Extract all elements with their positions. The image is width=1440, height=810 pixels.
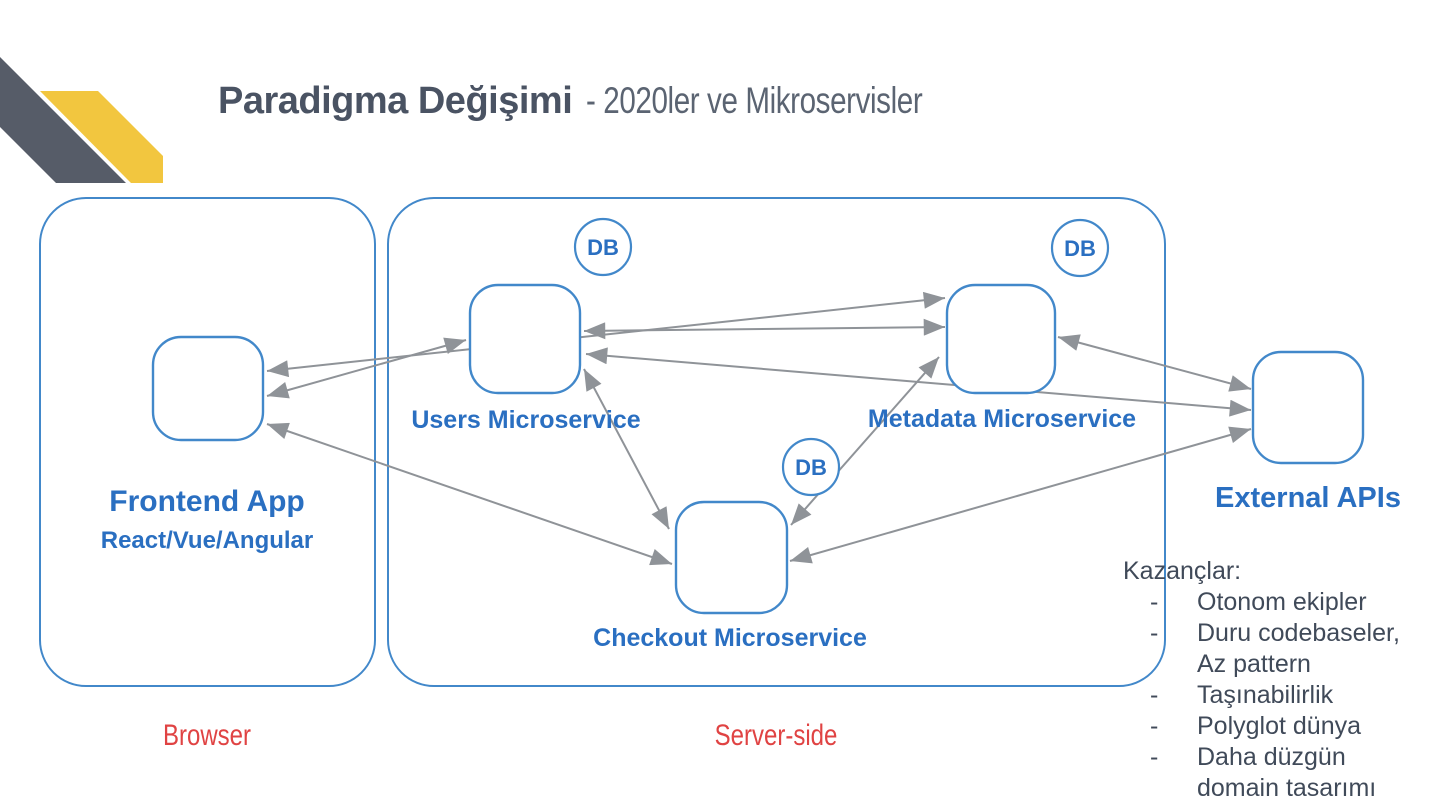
- benefit-item-text: Daha düzgün domain tasarımı: [1197, 743, 1377, 802]
- benefit-item: - Polyglot dünya: [1123, 711, 1423, 742]
- metadata-node-box: [945, 283, 1057, 395]
- bullet-dash: -: [1150, 681, 1159, 709]
- browser-panel: [39, 197, 376, 687]
- frontend-node-box: [151, 335, 265, 442]
- slide-title: Paradigma Değişimi - 2020ler ve Mikroserv…: [218, 80, 1007, 123]
- users-microservice-label: Users Microservice: [411, 406, 641, 434]
- users-db-label: DB: [587, 235, 619, 260]
- benefit-item: - Otonom ekipler: [1123, 587, 1423, 618]
- arrows: [266, 291, 1252, 566]
- bullet-dash: -: [1150, 588, 1159, 616]
- nodes: [151, 283, 1365, 615]
- slide-title-light: - 2020ler ve Mikroservisler: [586, 80, 923, 121]
- users-node-box: [468, 283, 582, 395]
- benefit-item-text: Taşınabilirlik: [1197, 681, 1334, 709]
- benefit-item-text: Duru codebaseler, Az pattern: [1197, 619, 1400, 678]
- metadata-db-circle: [1050, 218, 1110, 278]
- checkout-db-label: DB: [795, 455, 827, 480]
- slide-title-bold: Paradigma Değişimi: [218, 80, 573, 122]
- arrow-users-metadata: [583, 318, 946, 340]
- checkout-microservice-label: Checkout Microservice: [593, 624, 867, 652]
- benefits-list: - Otonom ekipler - Duru codebaseler, Az …: [1123, 587, 1423, 804]
- benefit-item: - Taşınabilirlik: [1123, 680, 1423, 711]
- browser-caption: Browser: [162, 719, 252, 752]
- metadata-db-label: DB: [1064, 236, 1096, 261]
- bullet-dash: -: [1150, 619, 1159, 647]
- benefit-item-text: Polyglot dünya: [1197, 712, 1362, 740]
- arrow-frontend-users: [266, 337, 467, 399]
- benefits-heading: Kazançlar:: [1123, 557, 1242, 585]
- external-apis-label: External APIs: [1215, 482, 1401, 514]
- frontend-app-label: Frontend App: [109, 485, 305, 518]
- frontend-stack-label: React/Vue/Angular: [100, 527, 314, 554]
- checkout-node-box: [674, 500, 789, 615]
- checkout-db-circle: [781, 437, 841, 497]
- bullet-dash: -: [1150, 712, 1159, 740]
- external-apis-node-box: [1251, 350, 1365, 465]
- arrow-checkout-external: [789, 426, 1252, 564]
- server-side-caption: Server-side: [714, 719, 838, 752]
- bullet-dash: -: [1150, 743, 1159, 771]
- arrow-frontend-metadata: [266, 291, 946, 378]
- arrow-metadata-external: [1057, 334, 1252, 392]
- corner-dark-stripe: [0, 57, 126, 183]
- benefits-block: Kazançlar: - Otonom ekipler - Duru codeb…: [1123, 556, 1423, 804]
- benefit-item-text: Otonom ekipler: [1197, 588, 1367, 616]
- server-side-panel: [387, 197, 1166, 687]
- benefit-item: - Daha düzgün domain tasarımı: [1123, 742, 1423, 804]
- benefit-item: - Duru codebaseler, Az pattern: [1123, 618, 1423, 680]
- db-circles: [573, 217, 1110, 497]
- corner-yellow-stripe: [40, 91, 163, 183]
- arrow-frontend-checkout: [266, 422, 673, 566]
- metadata-microservice-label: Metadata Microservice: [867, 405, 1137, 433]
- arrow-users-checkout: [583, 368, 670, 530]
- users-db-circle: [573, 217, 633, 277]
- corner-decoration: [0, 57, 163, 183]
